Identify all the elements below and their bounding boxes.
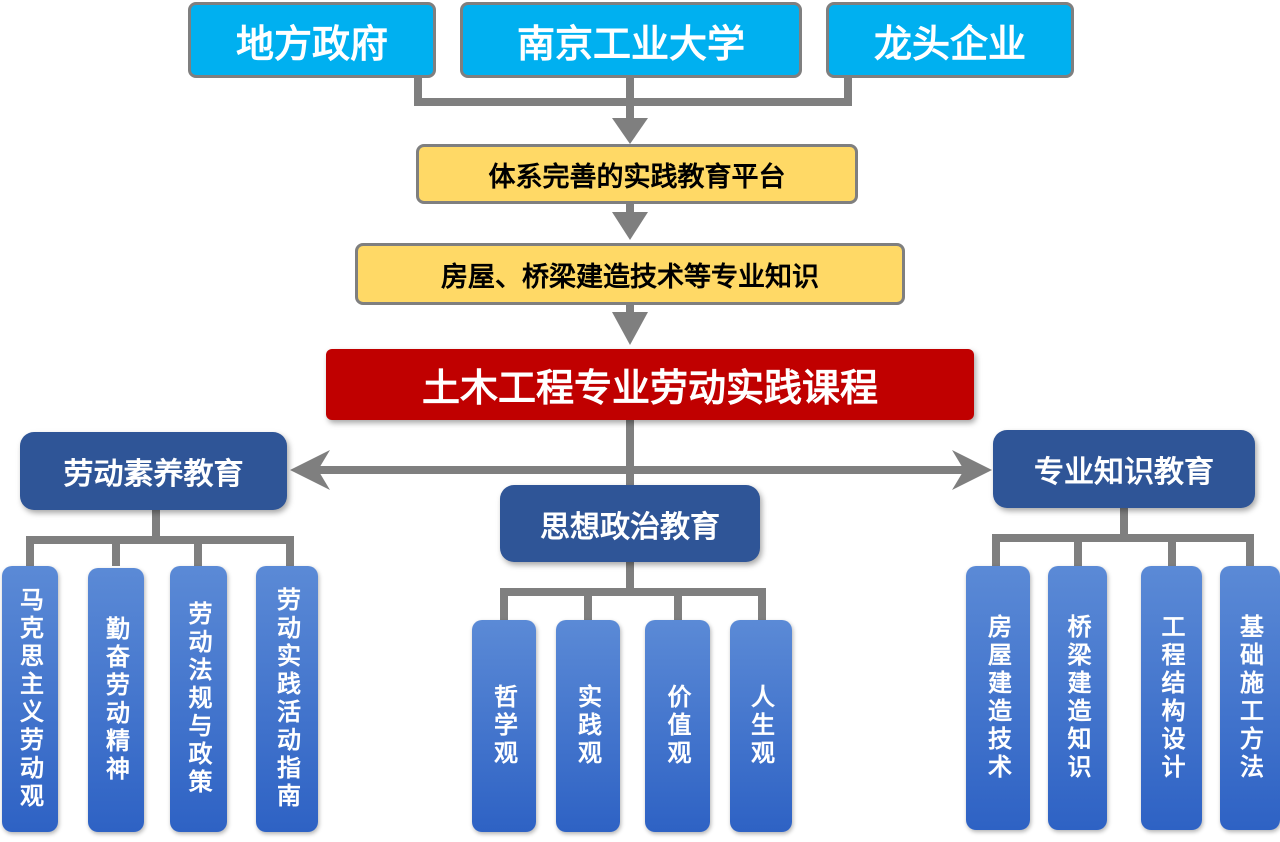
arrow-right-icon — [952, 450, 992, 490]
arrow-left-icon — [290, 450, 330, 490]
leaf-node: 勤奋劳动精神 — [88, 568, 144, 832]
leaf-node: 工程结构设计 — [1141, 566, 1202, 830]
arrow-down-icon — [612, 312, 648, 345]
right-tree-connector — [992, 508, 1254, 566]
node-professional-knowledge: 房屋、桥梁建造技术等专业知识 — [355, 243, 905, 305]
middle-tree-connector — [500, 562, 766, 620]
node-ideological-education: 思想政治教育 — [500, 485, 760, 562]
leaf-node: 实践观 — [556, 620, 620, 832]
node-professional-education: 专业知识教育 — [993, 430, 1255, 508]
leaf-node: 劳动实践活动指南 — [256, 566, 318, 832]
leaf-node: 哲学观 — [472, 620, 536, 832]
leaf-node: 劳动法规与政策 — [170, 566, 227, 832]
node-labor-literacy: 劳动素养教育 — [20, 432, 287, 510]
leaf-node: 桥梁建造知识 — [1048, 566, 1107, 830]
leaf-node: 基础施工方法 — [1220, 566, 1280, 830]
arrow-down-icon — [612, 212, 648, 240]
leaf-node: 马克思主义劳动观 — [2, 566, 58, 832]
node-local-government: 地方政府 — [188, 2, 436, 78]
node-practice-platform: 体系完善的实践教育平台 — [416, 144, 858, 204]
arrow-down-icon — [612, 118, 648, 144]
node-course: 土木工程专业劳动实践课程 — [326, 349, 974, 420]
leaf-node: 房屋建造技术 — [966, 566, 1030, 830]
node-university: 南京工业大学 — [460, 2, 802, 78]
course-split-connector — [300, 420, 978, 485]
node-leading-enterprise: 龙头企业 — [826, 2, 1074, 78]
leaf-node: 价值观 — [645, 620, 710, 832]
left-tree-connector — [26, 510, 294, 566]
leaf-node: 人生观 — [730, 620, 792, 832]
